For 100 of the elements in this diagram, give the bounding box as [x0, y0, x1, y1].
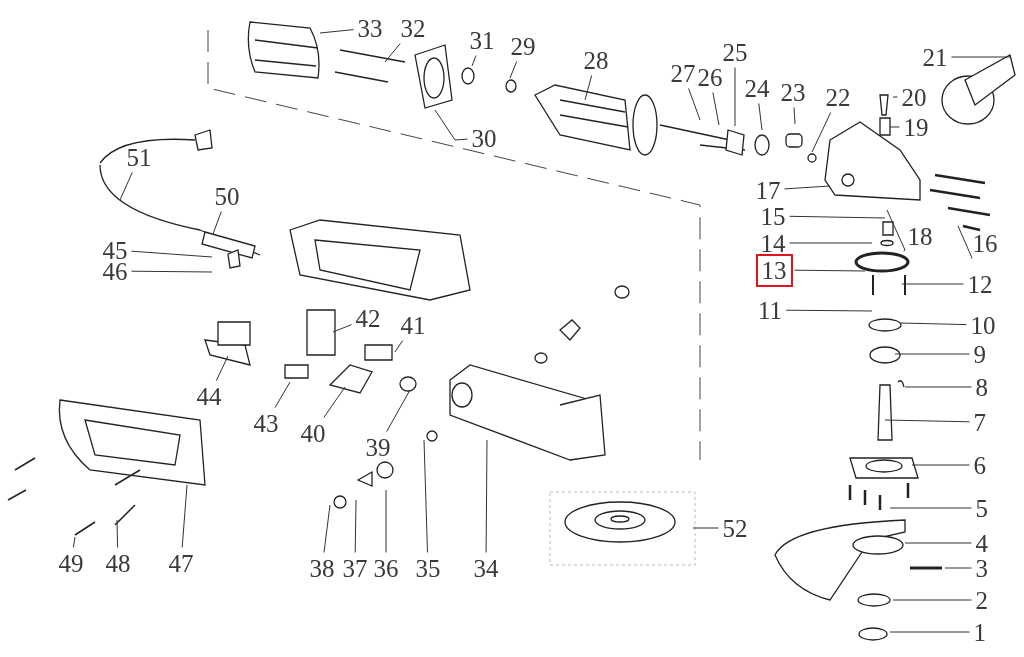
leader-line [889, 507, 972, 509]
leader-line [119, 172, 133, 201]
callout-number: 45 [100, 236, 130, 264]
leader-line [892, 599, 972, 601]
callout-number: 40 [298, 419, 328, 447]
leader-line [794, 269, 866, 272]
leader-line [884, 419, 970, 423]
leader-line [584, 75, 593, 101]
leader-line [212, 211, 222, 235]
leader-line [944, 567, 972, 569]
leader-line [485, 439, 488, 553]
leader-line [332, 324, 352, 333]
callout-number: 34 [471, 554, 501, 582]
leader-line [734, 67, 736, 127]
leader-line [904, 542, 972, 544]
leader-line [354, 499, 357, 553]
leader-line [688, 88, 701, 121]
callout-number: 38 [307, 554, 337, 582]
callout-number: 50 [212, 182, 242, 210]
callout-number: 37 [340, 554, 370, 582]
callout-number: 47 [166, 549, 196, 577]
callout-number: 31 [467, 26, 497, 54]
leader-line [894, 353, 970, 355]
leader-line [692, 527, 719, 529]
leader-line [131, 250, 213, 258]
callout-number: 41 [398, 311, 428, 339]
callout-number: 4 [973, 529, 990, 557]
callout-number: 21 [920, 43, 950, 71]
leader-line [889, 631, 970, 633]
leader-line [509, 61, 518, 79]
leader-line [384, 43, 401, 63]
leader-line [957, 225, 973, 259]
leader-line [911, 464, 970, 466]
callout-number: 8 [973, 373, 990, 401]
leader-line [904, 386, 972, 388]
leader-line [434, 109, 468, 141]
leader-line [471, 55, 477, 67]
callout-number: 12 [965, 270, 995, 298]
leader-line [319, 29, 354, 34]
leader-line [215, 355, 229, 381]
leader-line [793, 107, 796, 125]
callout-number: 24 [742, 74, 772, 102]
callout-number: 27 [668, 59, 698, 87]
callout-number: 52 [720, 514, 750, 542]
leader-line [116, 519, 119, 548]
callout-number: 44 [194, 382, 224, 410]
leader-line [323, 386, 346, 418]
leader-line [712, 92, 720, 126]
leader-line [181, 484, 188, 548]
leader-line [886, 209, 906, 252]
callout-number: 6 [971, 451, 988, 479]
leader-line [394, 340, 404, 353]
leader-line [274, 381, 291, 408]
callout-number: 10 [968, 311, 998, 339]
leader-line [784, 185, 831, 190]
callout-number: 11 [756, 296, 785, 324]
leader-line [72, 536, 76, 548]
callout-number: 33 [355, 14, 385, 42]
callout-number: 16 [970, 229, 1000, 257]
callout-number: 5 [973, 494, 990, 522]
callout-number: 26 [695, 63, 725, 91]
callout-number: 32 [398, 14, 428, 42]
callout-number: 43 [251, 409, 281, 437]
callout-number: 18 [905, 222, 935, 250]
leader-line [385, 489, 387, 553]
callout-number: 23 [778, 78, 808, 106]
callout-number: 19 [901, 113, 931, 141]
leader-line [811, 112, 832, 153]
leader-line [758, 103, 763, 131]
callout-number: 28 [581, 46, 611, 74]
callout-number: 30 [469, 124, 499, 152]
leader-line [789, 215, 886, 219]
callout-number: 22 [823, 83, 853, 111]
leader-line [789, 242, 873, 244]
highlighted-callout-number: 13 [755, 253, 793, 287]
callout-number: 7 [971, 408, 988, 436]
leader-line [892, 96, 898, 98]
leader-line [386, 389, 411, 432]
callout-number: 48 [103, 549, 133, 577]
callout-number: 1 [971, 618, 988, 646]
callout-number: 20 [899, 83, 929, 111]
callout-number: 9 [971, 340, 988, 368]
callout-number: 25 [720, 38, 750, 66]
callout-number: 42 [353, 304, 383, 332]
callout-number: 2 [973, 586, 990, 614]
callout-number: 51 [124, 143, 154, 171]
leader-line [951, 56, 1011, 58]
leader-line [323, 504, 331, 553]
leader-line [889, 126, 900, 128]
leader-line [899, 322, 967, 326]
callout-number: 36 [371, 554, 401, 582]
callout-number: 29 [508, 32, 538, 60]
leader-line [423, 439, 428, 553]
leader-line [785, 309, 873, 312]
callout-number: 39 [363, 433, 393, 461]
callout-number: 17 [753, 176, 783, 204]
callout-number: 3 [973, 554, 990, 582]
callout-number: 15 [758, 202, 788, 230]
callout-number: 35 [413, 554, 443, 582]
leader-line [901, 283, 964, 285]
